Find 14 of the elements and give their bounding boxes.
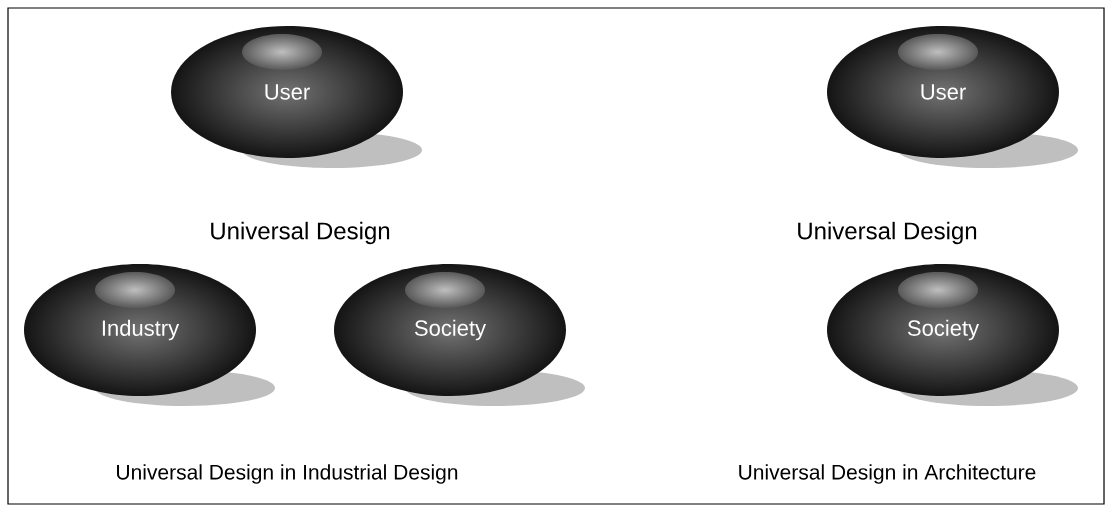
node-label: User <box>265 84 310 100</box>
node-label: Industry <box>102 319 180 341</box>
heading: Universal Design <box>211 221 390 245</box>
sphere: Society <box>827 264 1078 406</box>
sphere: User <box>827 26 1078 168</box>
sphere: User <box>171 26 422 168</box>
caption: Universal Design in Architecture <box>739 464 1036 484</box>
caption: Universal Design in Industrial Design <box>117 464 458 484</box>
heading: Universal Design <box>798 221 977 245</box>
sphere: Society <box>334 264 585 406</box>
node-label: User <box>921 84 966 100</box>
node-label: Society <box>414 319 487 341</box>
node-label: Society <box>907 319 980 341</box>
sphere: Industry <box>24 264 275 406</box>
